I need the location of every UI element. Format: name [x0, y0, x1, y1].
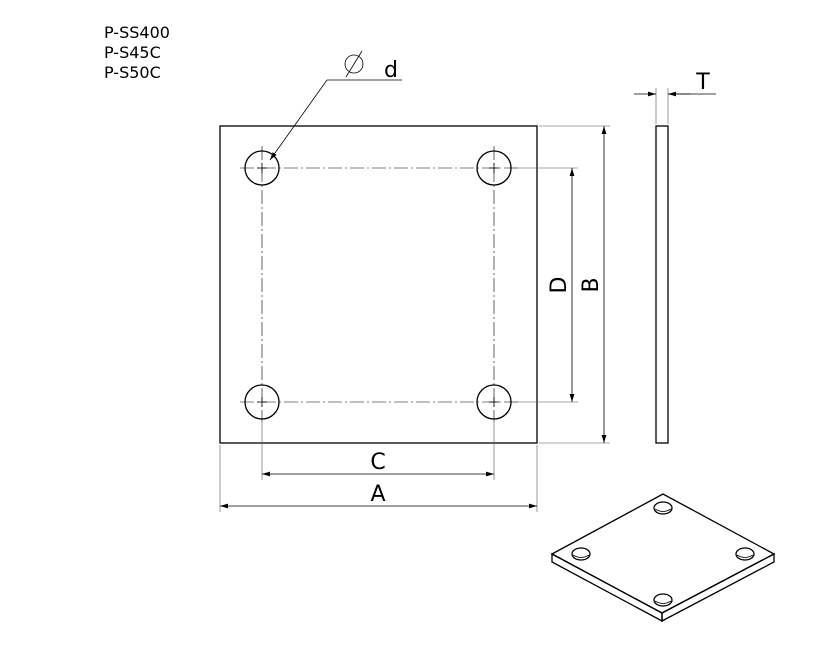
iso-hole-left — [571, 547, 591, 561]
dimension-b: B — [539, 125, 610, 444]
front-view — [219, 125, 538, 444]
material-item: P-S50C — [104, 63, 161, 82]
iso-hole-bottom — [653, 593, 673, 607]
dimension-a-label: A — [370, 482, 385, 507]
side-view — [655, 125, 669, 444]
center-lines — [240, 146, 518, 422]
material-list: P-SS400 P-S45C P-S50C — [104, 23, 170, 82]
dimension-d: D — [518, 167, 578, 403]
dimension-c: C — [261, 422, 495, 480]
dimension-c-label: C — [370, 450, 385, 475]
iso-top-face — [550, 493, 776, 614]
side-plate-outline — [655, 125, 669, 444]
hole-diameter-callout: d — [269, 50, 402, 161]
dimension-b-label: B — [579, 277, 604, 292]
dimension-t-label: T — [695, 70, 710, 95]
plate-outline — [219, 125, 538, 444]
dimension-t: T — [634, 70, 716, 124]
hole-top-right — [476, 150, 512, 186]
hole-diameter-label: d — [384, 58, 398, 83]
iso-right-edge — [661, 552, 775, 623]
iso-hole-right — [735, 547, 755, 561]
hole-bottom-right — [476, 384, 512, 420]
material-item: P-SS400 — [104, 23, 170, 42]
hole-top-left — [244, 150, 280, 186]
iso-hole-top — [653, 501, 673, 515]
iso-left-edge — [551, 552, 663, 623]
material-item: P-S45C — [104, 43, 161, 62]
isometric-view — [550, 493, 776, 623]
diameter-icon — [344, 50, 364, 78]
dimension-d-label: D — [547, 277, 572, 294]
hole-bottom-left — [244, 384, 280, 420]
dimension-a: A — [219, 445, 538, 512]
